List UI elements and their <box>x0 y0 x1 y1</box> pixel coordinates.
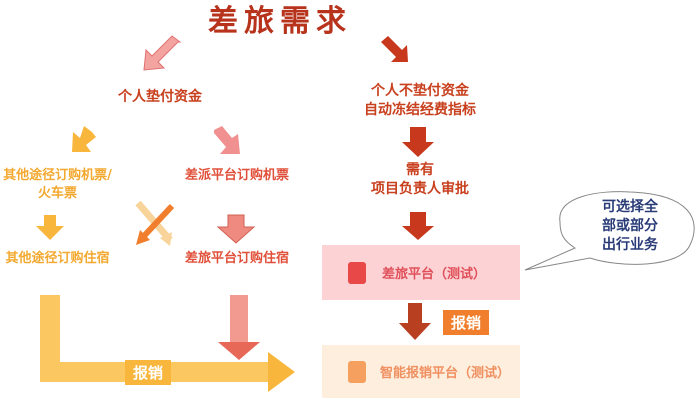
callout-line1: 可选择全 <box>602 199 658 215</box>
arrow-approval-to-platform <box>402 212 434 240</box>
reimburse-platform-box[interactable]: 智能报销平台（测试） <box>322 345 520 398</box>
arrow-platform-to-reimburse <box>399 303 431 340</box>
arrow-platform-hotel-down <box>230 295 248 345</box>
invoice-icon <box>348 360 366 383</box>
arrow-title-to-right <box>381 36 408 62</box>
approval-line2: 项目负责人审批 <box>371 180 469 197</box>
platform-hotel-label: 差旅平台订购住宿 <box>184 251 289 266</box>
no-advance-line2: 自动冻结经费指标 <box>364 101 476 118</box>
callout-line3: 出行业务 <box>602 236 658 253</box>
reimburse-platform-label: 智能报销平台（测试） <box>380 366 511 381</box>
callout-line2: 部或部分 <box>602 217 658 234</box>
arrow-to-other-ticket <box>72 126 96 152</box>
callout-bubble <box>524 191 695 271</box>
arrow-platform-down <box>216 214 256 244</box>
travel-platform-box[interactable]: 差旅平台（测试） <box>322 245 520 300</box>
cross-line-orange <box>141 203 175 239</box>
personal-advance-label: 个人垫付资金 <box>118 89 202 105</box>
approval-line1: 需有 <box>406 162 434 178</box>
arrow-right-to-approval <box>402 127 434 157</box>
left-reimburse-label: 报销 <box>125 360 172 385</box>
travel-platform-label: 差旅平台（测试） <box>382 267 487 282</box>
arrow-other-down <box>36 215 64 240</box>
suitcase-icon <box>348 261 366 284</box>
arrow-title-to-left <box>143 35 182 71</box>
other-ticket-label: 其他途径订购机票/火车票 <box>3 168 112 201</box>
page-title: 差旅需求 <box>208 4 352 39</box>
right-reimburse-label: 报销 <box>443 310 490 335</box>
arrow-bottom-left-vertical <box>40 295 60 375</box>
platform-ticket-label: 差派平台订购机票 <box>184 168 289 183</box>
no-advance-line1: 个人不垫付资金 <box>371 83 469 99</box>
arrow-to-platform-ticket <box>214 126 240 154</box>
other-hotel-label: 其他途径订购住宿 <box>5 251 110 266</box>
